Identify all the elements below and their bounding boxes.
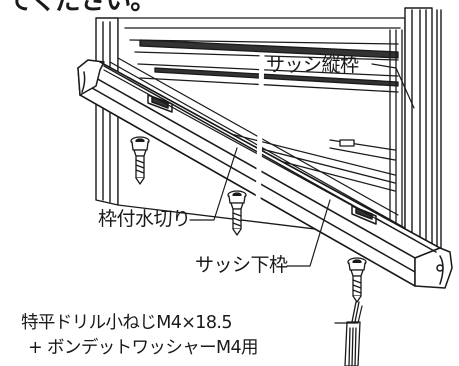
screw-right [347, 257, 367, 303]
label-sash-vertical-frame: サッシ縦枠 [266, 54, 359, 76]
screw-middle [227, 190, 247, 236]
header-fragment: てください。 [6, 0, 156, 16]
label-screw-spec: 特平ドリル小ねじM4×18.5 [21, 313, 232, 333]
screwdriver [344, 301, 361, 366]
label-frame-water-drain: 枠付水切り [98, 208, 191, 230]
screw-left [130, 136, 150, 185]
label-sash-bottom-frame: サッシ下枠 [195, 254, 288, 276]
sash-vertical-frame [404, 7, 442, 251]
label-washer-spec: + ボンデットワッシャーM4用 [28, 338, 259, 358]
leader-lines [189, 63, 415, 324]
